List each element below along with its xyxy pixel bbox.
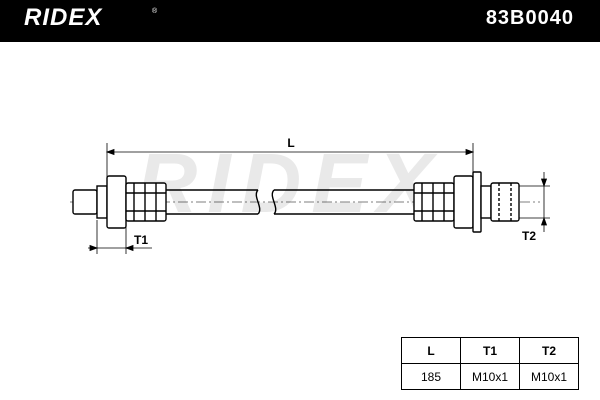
thread1-label: T1 xyxy=(134,233,148,247)
spec-value-thread2: M10x1 xyxy=(519,363,579,390)
spec-table: L T1 T2 185 M10x1 M10x1 xyxy=(401,337,579,390)
brand-logo: RIDEX xyxy=(24,4,103,31)
part-number: 83B0040 xyxy=(485,7,574,29)
right-fitting xyxy=(413,171,520,233)
watermark: RIDEX xyxy=(137,136,444,230)
thread2-dimension xyxy=(519,172,550,232)
spec-header-length: L xyxy=(401,337,461,364)
spec-header-thread1: T1 xyxy=(460,337,520,364)
spec-value-thread1: M10x1 xyxy=(460,363,520,390)
length-label: L xyxy=(287,136,294,150)
spec-header-row: L T1 T2 xyxy=(401,337,579,364)
spec-header-thread2: T2 xyxy=(519,337,579,364)
left-fitting xyxy=(72,175,167,229)
thread1-dimension xyxy=(88,220,152,254)
technical-drawing: RIDEX L xyxy=(70,136,550,254)
registered-mark: ® xyxy=(152,8,158,15)
thread2-label: T2 xyxy=(522,229,536,243)
hose-body xyxy=(166,189,414,215)
header-bar: RIDEX ® 83B0040 xyxy=(0,0,600,42)
spec-value-length: 185 xyxy=(401,363,461,390)
spec-value-row: 185 M10x1 M10x1 xyxy=(401,363,579,390)
